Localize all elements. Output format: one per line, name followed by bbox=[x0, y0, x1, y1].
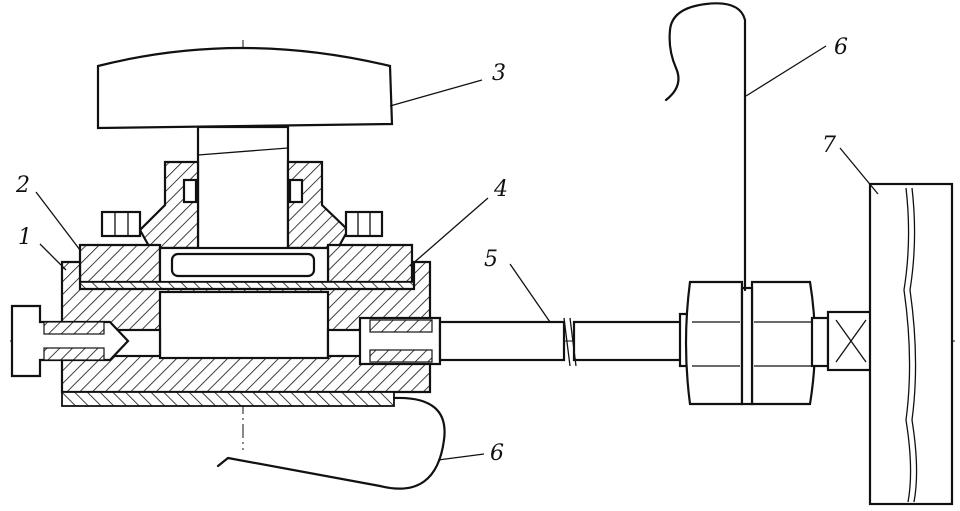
flange-bolts bbox=[100, 210, 384, 238]
label-6-lower: 6 bbox=[490, 441, 504, 466]
label-7: 7 bbox=[822, 133, 836, 158]
label-6-upper: 6 bbox=[834, 35, 848, 60]
wall-support bbox=[868, 182, 954, 506]
outlet-fitting bbox=[358, 316, 442, 366]
label-2: 2 bbox=[15, 173, 30, 198]
handwheel bbox=[96, 46, 394, 130]
label-4: 4 bbox=[493, 177, 508, 202]
bonnet-nut bbox=[138, 160, 350, 250]
part-labels: 1 2 3 4 5 6 6 7 bbox=[15, 35, 848, 466]
label-3: 3 bbox=[492, 61, 506, 86]
leader-lines bbox=[35, 45, 879, 461]
label-5: 5 bbox=[484, 247, 498, 272]
valve-stem bbox=[196, 125, 290, 253]
hanging-hook bbox=[664, 2, 747, 292]
hex-nuts bbox=[678, 280, 874, 406]
cover-plate bbox=[78, 243, 414, 284]
inlet-fitting bbox=[10, 304, 130, 378]
bottom-clamp-spring bbox=[61, 391, 446, 490]
tube bbox=[438, 317, 688, 367]
label-1: 1 bbox=[18, 225, 32, 250]
